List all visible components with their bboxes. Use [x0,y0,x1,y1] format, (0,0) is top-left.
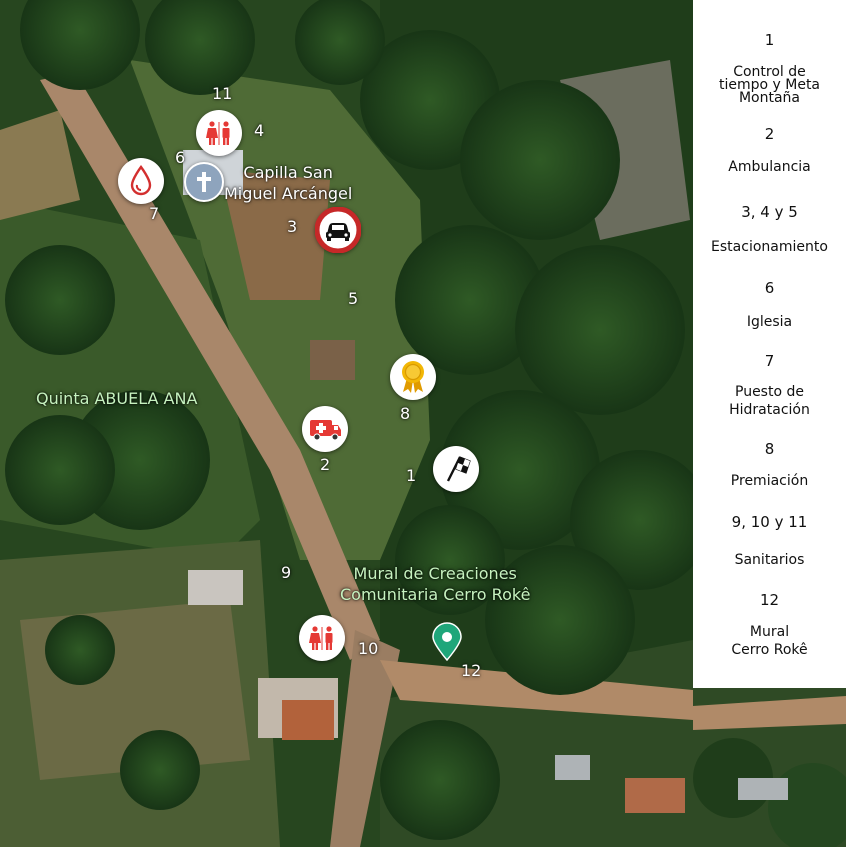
legend-number: 3, 4 y 5 [741,203,798,221]
church-marker[interactable] [184,162,224,202]
legend-label: Cerro Rokê [731,642,808,658]
legend-label: Iglesia [746,314,793,330]
legend-label: Montaña [738,90,801,106]
mural-pin-marker[interactable] [430,622,464,666]
award-ribbon-icon [402,361,424,393]
legend-label: Puesto de [735,384,804,400]
legend-number: 7 [764,352,775,370]
legend-number: 8 [764,440,775,458]
legend-label: Estacionamiento [711,239,828,255]
restroom-marker-11[interactable] [196,110,242,156]
restroom-marker-10[interactable] [299,615,345,661]
water-drop-icon [130,165,152,196]
number-label-6: 6 [175,148,186,167]
map-pin-icon [432,622,462,662]
legend-label: Ambulancia [728,159,811,175]
hydration-marker[interactable] [118,158,164,204]
legend-number: 2 [764,125,775,143]
mural-label: Mural de Creaciones Comunitaria Cerro Ro… [340,563,530,605]
legend-label: Sanitarios [734,552,805,568]
ambulance-marker[interactable] [302,406,348,452]
map-extension [693,688,846,851]
chapel-label-line2: Miguel Arcángel [224,184,353,203]
number-label-2: 2 [320,455,331,474]
number-label-9: 9 [281,563,292,582]
number-label-12: 12 [461,661,482,680]
satellite-imagery [0,0,693,847]
awards-marker[interactable] [390,354,436,400]
legend-number: 6 [764,279,775,297]
legend-label: Control de [733,64,806,80]
checkered-flag-icon [446,456,471,482]
chapel-label-line1: Capilla San [243,163,333,182]
legend-number: 1 [764,31,775,49]
number-label-7: 7 [149,204,160,223]
parking-marker[interactable] [315,207,361,253]
restroom-icon [309,626,333,650]
satellite-imagery-extension [693,688,846,851]
ambulance-icon [310,420,341,441]
legend-label: Hidratación [729,402,810,418]
mural-label-line2: Comunitaria Cerro Rokê [340,585,531,604]
legend-panel: 1 Control de tiempo y Meta Montaña 2 Amb… [693,0,846,688]
church-cross-icon [197,172,211,192]
legend-number: 9, 10 y 11 [731,513,808,531]
chapel-label: Capilla San Miguel Arcángel [224,162,352,204]
legend-number: 12 [759,591,780,609]
number-label-11: 11 [212,84,233,103]
legend-label: Premiación [730,473,809,489]
quinta-label: Quinta ABUELA ANA [36,389,198,408]
legend-label: tiempo y Meta [718,77,821,93]
finish-marker[interactable] [433,446,479,492]
number-label-10: 10 [358,639,379,658]
number-label-4: 4 [254,121,265,140]
no-vehicles-sign-icon [315,207,361,253]
mural-label-line1: Mural de Creaciones [353,564,517,583]
number-label-1: 1 [406,466,417,485]
number-label-3: 3 [287,217,298,236]
number-label-8: 8 [400,404,411,423]
satellite-map[interactable]: Capilla San Miguel Arcángel Quinta ABUEL… [0,0,693,847]
legend-label: Mural [749,624,790,640]
restroom-icon [206,121,230,145]
number-label-5: 5 [348,289,359,308]
